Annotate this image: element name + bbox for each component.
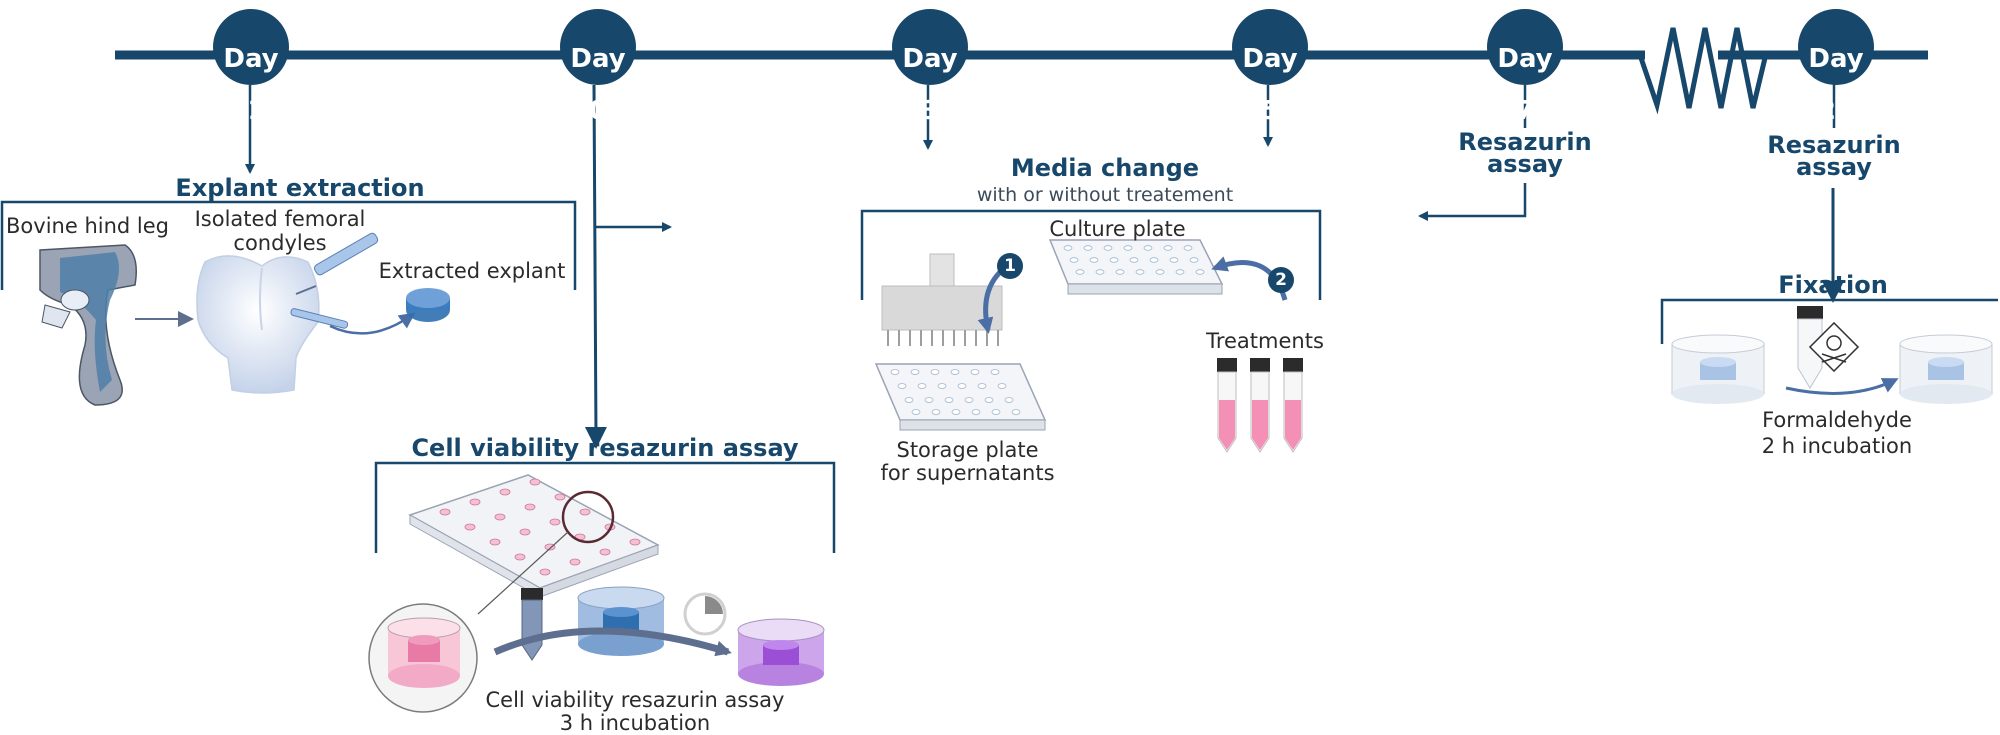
day21-resazurin-line1: Resazurin xyxy=(1767,131,1901,159)
step2-number: 2 xyxy=(1275,270,1287,290)
femoral-condyles-illustration xyxy=(196,232,416,394)
day21-resazurin-label: Resazurin assay xyxy=(1744,131,1924,181)
timer-icon xyxy=(683,592,727,636)
day-label-7-bottom: 7 xyxy=(1515,96,1535,126)
formaldehyde-tube-icon xyxy=(1797,306,1823,389)
fixation-well-right-illustration xyxy=(1899,334,1993,404)
day-marker-5 xyxy=(1232,9,1308,85)
day-label-5-top: Day xyxy=(1242,44,1298,74)
day7-resazurin-line1: Resazurin xyxy=(1458,128,1592,156)
fixation-label-line2: 2 h incubation xyxy=(1761,434,1913,458)
day-marker-0 xyxy=(560,9,636,85)
blue-well-illustration xyxy=(577,586,665,656)
viability-flow-arrow xyxy=(493,627,732,657)
step1-number: 1 xyxy=(1004,256,1016,276)
fixation-well-left-illustration xyxy=(1671,334,1765,404)
extracted-explant-icon xyxy=(406,288,450,322)
step2-badge xyxy=(1268,267,1294,293)
bracket-fixation xyxy=(1660,298,1998,344)
media-change-subheading: with or without treatement xyxy=(976,184,1234,206)
arrow-day0-viability xyxy=(584,84,607,449)
purple-well-illustration xyxy=(737,618,825,686)
day-marker-21 xyxy=(1798,9,1874,85)
connectors xyxy=(245,82,1844,449)
extracted-explant-label: Extracted explant xyxy=(378,259,566,283)
cell-viability-caption-line1: Cell viability resazurin assay xyxy=(485,688,785,712)
day-marker-3 xyxy=(892,9,968,85)
timeline-break-zigzag xyxy=(1637,27,1768,115)
bracket-media-change xyxy=(860,209,1322,300)
day-label-5: Day 5 xyxy=(1230,20,1310,124)
arrow-day7-back xyxy=(1418,183,1527,221)
step1-badge xyxy=(997,253,1023,279)
hazard-skull-icon xyxy=(1808,321,1860,373)
storage-plate-label-line2: for supernatants xyxy=(880,461,1055,485)
day7-resazurin-line2: assay xyxy=(1487,150,1563,178)
well-plate-illustration xyxy=(408,474,660,615)
condyles-label-line2: condyles xyxy=(233,231,327,255)
storage-plate-label-line1: Storage plate xyxy=(896,438,1039,462)
day-label-3-bottom: 3 xyxy=(920,96,940,126)
day-label-0-bottom: 0 xyxy=(588,96,608,126)
day-label-21-top: Day xyxy=(1808,44,1864,74)
day-label-21-bottom: 21 xyxy=(1817,96,1855,126)
day7-resazurin-label: Resazurin assay xyxy=(1435,128,1615,178)
bracket-cell-viability xyxy=(374,461,836,553)
fixation-label-line1: Formaldehyde xyxy=(1762,408,1912,432)
day21-resazurin-line2: assay xyxy=(1796,153,1872,181)
condyles-label-line1: Isolated femoral xyxy=(194,207,366,231)
treatment-tubes-illustration xyxy=(1217,358,1303,453)
culture-plate-illustration xyxy=(1048,239,1224,295)
fixation-flow-arrow xyxy=(1785,378,1899,395)
culture-plate-label: Culture plate xyxy=(1049,217,1186,241)
day-label-3-top: Day xyxy=(902,44,958,74)
day-label-21: Day 21 xyxy=(1796,20,1876,124)
cell-viability-caption-line2: 3 h incubation xyxy=(559,711,711,735)
bovine-hind-leg-illustration xyxy=(39,244,194,406)
media-change-heading: Media change xyxy=(1010,154,1200,182)
cell-viability-heading: Cell viability resazurin assay xyxy=(411,434,799,462)
timeline xyxy=(115,9,1928,115)
day-marker-minus1 xyxy=(213,9,289,85)
fixation-heading: Fixation xyxy=(1778,271,1888,299)
day-label-0-top: Day xyxy=(570,44,626,74)
day-label-3: Day 3 xyxy=(890,20,970,124)
day-label-5-bottom: 5 xyxy=(1260,96,1280,126)
brackets xyxy=(0,200,1998,553)
day-label-minus1: Day -1 xyxy=(211,20,291,124)
explant-extraction-heading: Explant extraction xyxy=(175,174,425,202)
hind-leg-label: Bovine hind leg xyxy=(6,214,169,238)
day-label-0: Day 0 xyxy=(558,20,638,124)
day-marker-7 xyxy=(1487,9,1563,85)
day-label-7: Day 7 xyxy=(1485,20,1565,124)
multichannel-pipette-illustration xyxy=(881,253,1003,346)
day-label-minus1-bottom: -1 xyxy=(236,96,266,126)
resazurin-tube-icon xyxy=(521,588,543,661)
storage-plate-illustration xyxy=(874,363,1047,431)
day-label-7-top: Day xyxy=(1497,44,1553,74)
magnified-well-illustration xyxy=(368,603,478,713)
bracket-explant-extraction xyxy=(0,200,577,290)
treatments-label: Treatments xyxy=(1206,329,1324,353)
day-label-minus1-top: Day xyxy=(223,44,279,74)
